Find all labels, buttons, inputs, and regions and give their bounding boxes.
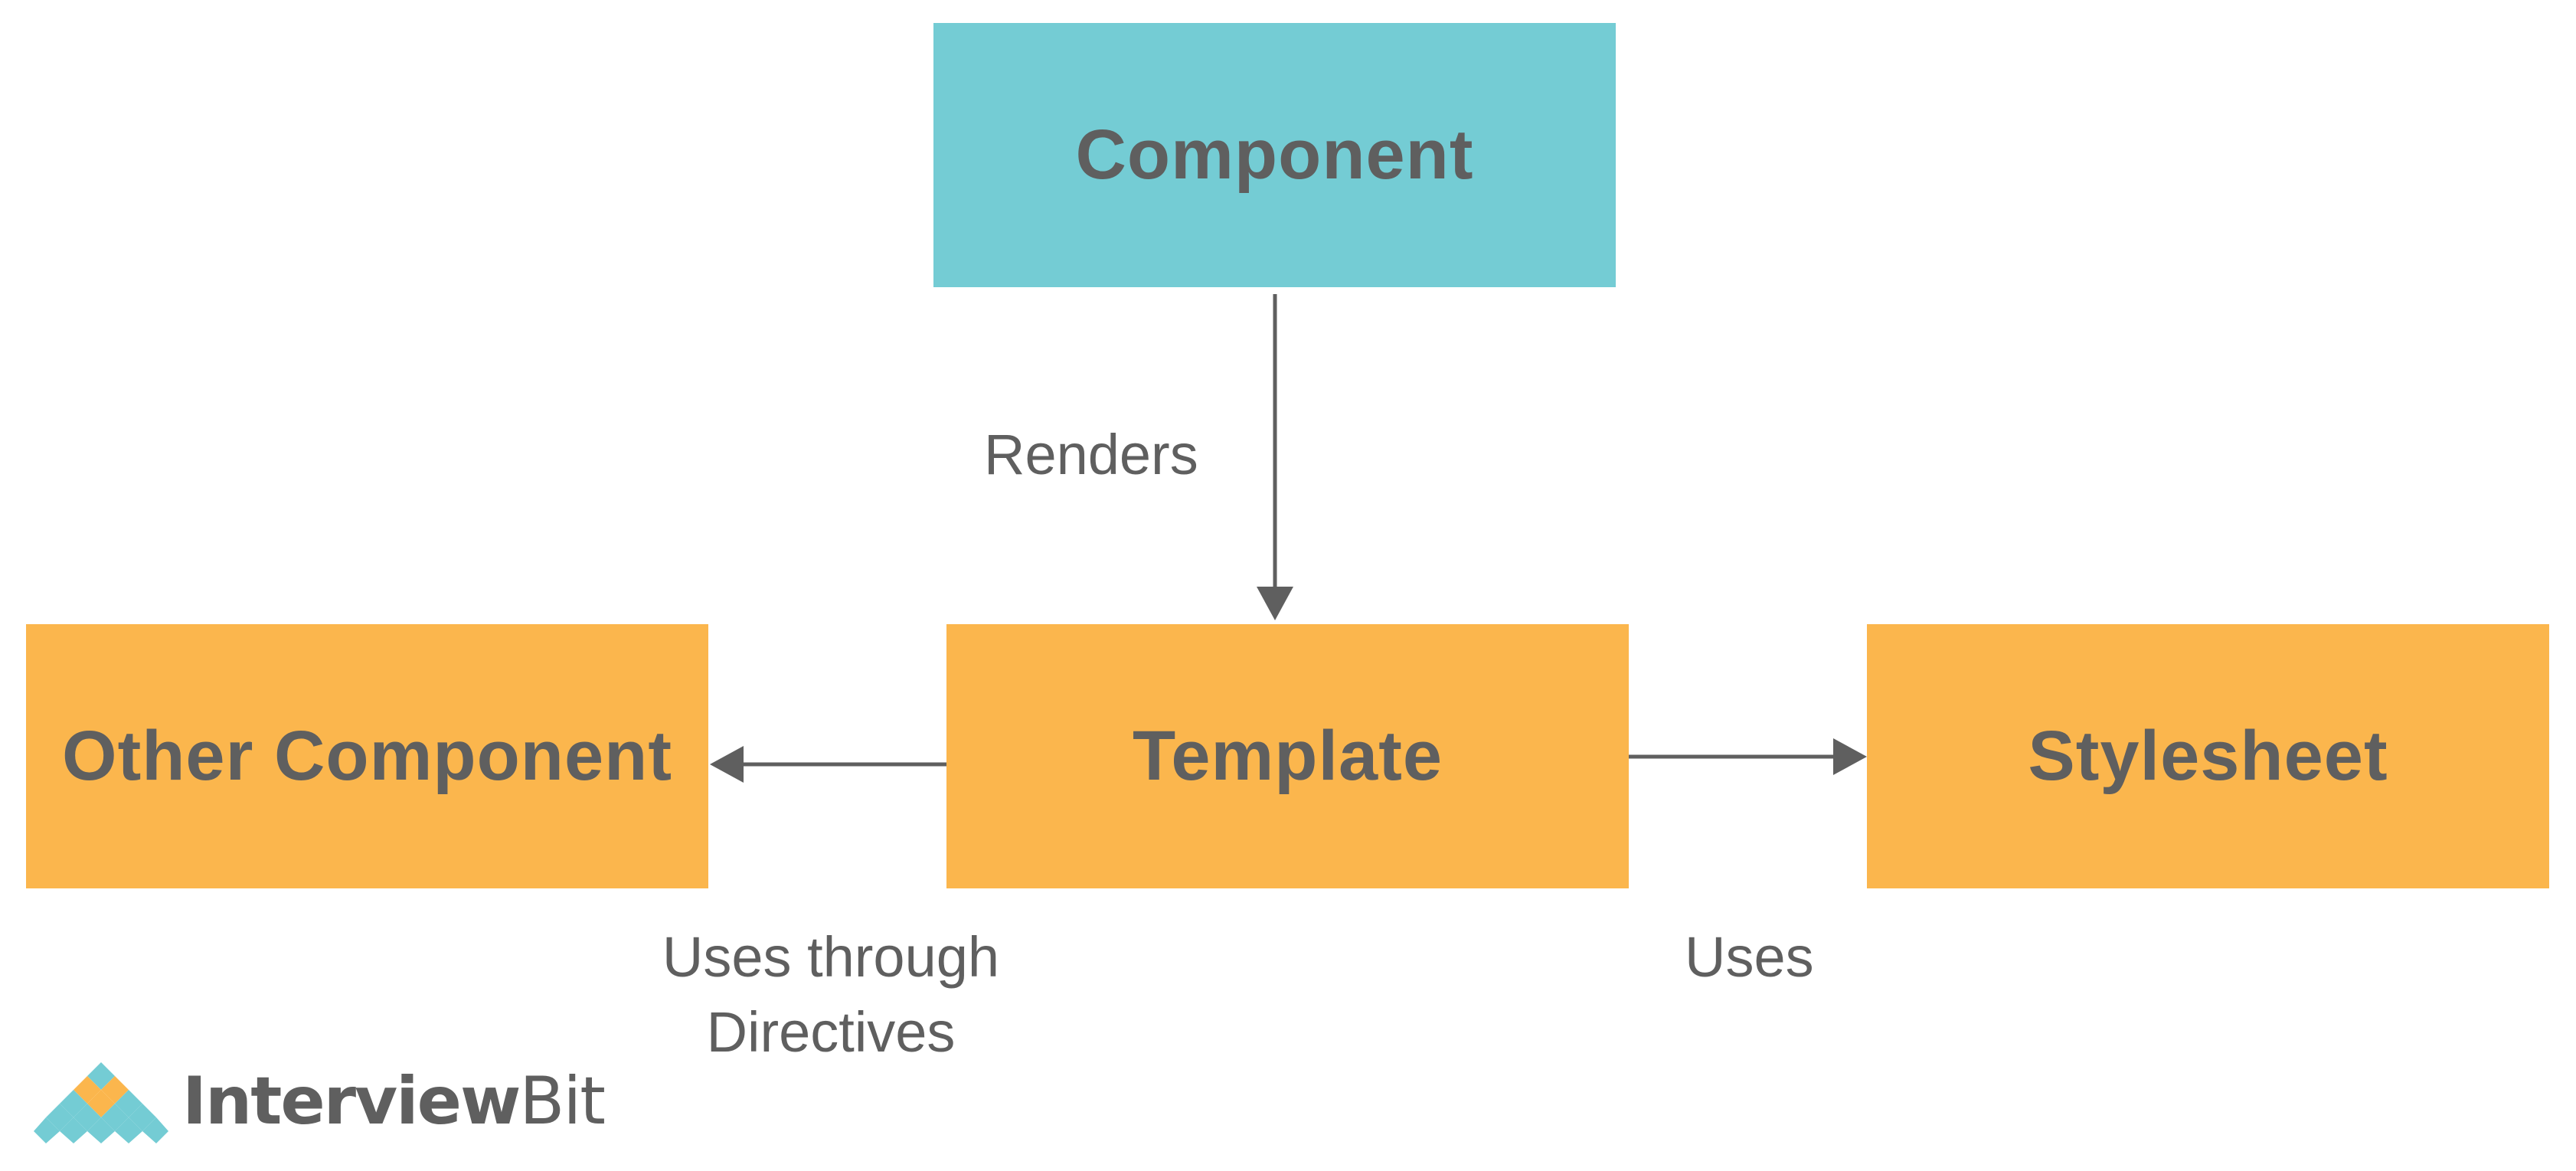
interviewbit-logo-icon <box>34 1062 168 1143</box>
uses-through-label-line2: Directives <box>706 1000 956 1064</box>
template-node-label: Template <box>1132 717 1443 795</box>
uses-label: Uses <box>1685 925 1814 989</box>
renders-arrow <box>1257 294 1293 620</box>
uses-through-label-line1: Uses through <box>662 925 1000 989</box>
other-component-node-label: Other Component <box>62 717 672 795</box>
stylesheet-node: Stylesheet <box>1867 624 2549 888</box>
uses-arrow <box>1629 738 1867 775</box>
component-node: Component <box>933 23 1616 287</box>
uses-through-directives-label: Uses through Directives <box>651 920 1011 1070</box>
template-node: Template <box>946 624 1629 888</box>
renders-label: Renders <box>984 423 1198 486</box>
stylesheet-node-label: Stylesheet <box>2028 717 2388 795</box>
uses-through-directives-arrow <box>710 746 946 783</box>
component-node-label: Component <box>1075 116 1474 194</box>
logo-text-part1: Interview <box>182 1063 521 1140</box>
interviewbit-logo: InterviewBit <box>34 1055 606 1147</box>
logo-text-part2: Bit <box>519 1063 606 1140</box>
interviewbit-logo-text: InterviewBit <box>182 1068 606 1134</box>
other-component-node: Other Component <box>26 624 708 888</box>
